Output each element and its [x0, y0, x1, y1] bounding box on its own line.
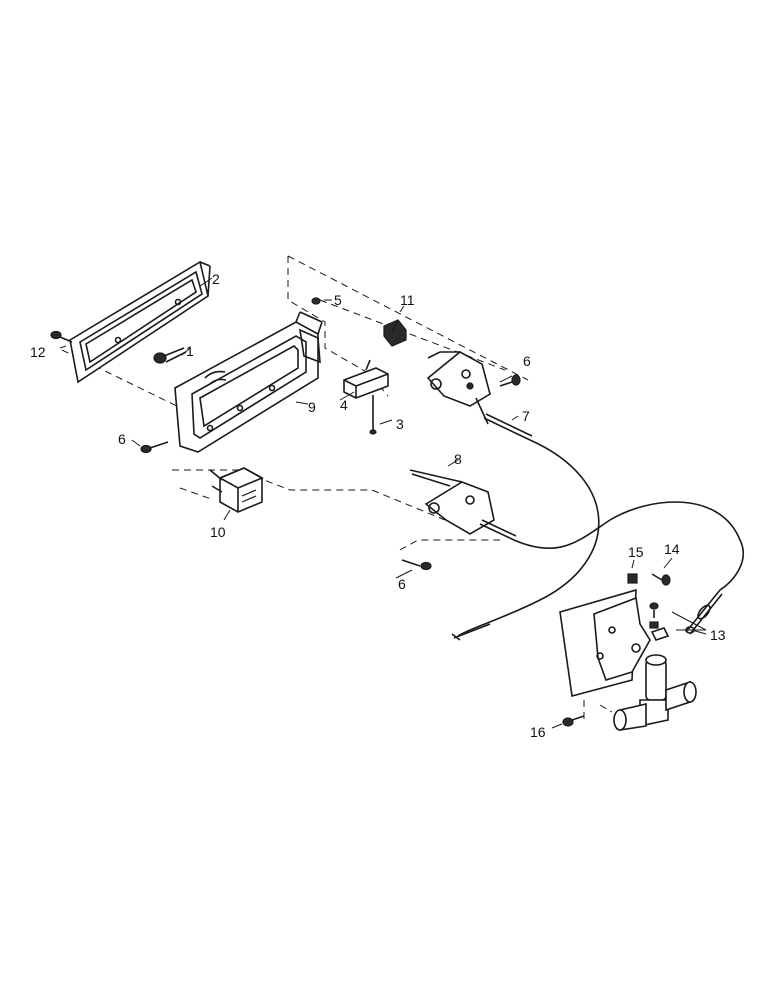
screw-3 [369, 395, 377, 435]
block-11 [383, 319, 407, 347]
control-cable [451, 413, 600, 641]
callout-12: 12 [30, 344, 46, 360]
upper-lever-bracket [426, 351, 491, 425]
callout-15: 15 [628, 544, 644, 560]
nut-15 [627, 573, 638, 584]
leader-lines [59, 277, 707, 729]
screw-14 [651, 573, 671, 586]
lower-cable [513, 501, 745, 591]
callout-1: 1 [186, 343, 194, 359]
micro-switch [343, 359, 389, 399]
callout-labels: 1 2 3 4 5 6 6 6 7 8 9 10 11 12 13 14 15 … [30, 271, 726, 740]
callout-2: 2 [212, 271, 220, 287]
callout-5: 5 [334, 292, 342, 308]
cover-plate [69, 260, 211, 384]
screw-6-lower [401, 559, 432, 571]
callout-13: 13 [710, 627, 726, 643]
callout-16: 16 [530, 724, 546, 740]
callout-3: 3 [396, 416, 404, 432]
callout-8: 8 [454, 451, 462, 467]
knob-stem-1 [153, 347, 187, 364]
switch-block [209, 467, 264, 513]
callout-10: 10 [210, 524, 226, 540]
water-valve-assembly [559, 588, 723, 731]
screw-12 [50, 330, 73, 343]
screw-6-left [140, 441, 169, 454]
clip-parts-13 [649, 602, 695, 641]
screw-16 [562, 715, 585, 727]
nut-5 [311, 297, 321, 305]
callout-4: 4 [340, 397, 348, 413]
screw-6-upper [499, 374, 521, 387]
callout-11: 11 [400, 292, 415, 308]
callout-9: 9 [308, 399, 316, 415]
callout-6-lower: 6 [398, 576, 406, 592]
mounting-frame [174, 311, 323, 453]
callout-7: 7 [522, 408, 530, 424]
callout-6-left: 6 [118, 431, 126, 447]
lower-lever-bracket [409, 469, 517, 541]
callout-6-upper: 6 [523, 353, 531, 369]
callout-14: 14 [664, 541, 680, 557]
